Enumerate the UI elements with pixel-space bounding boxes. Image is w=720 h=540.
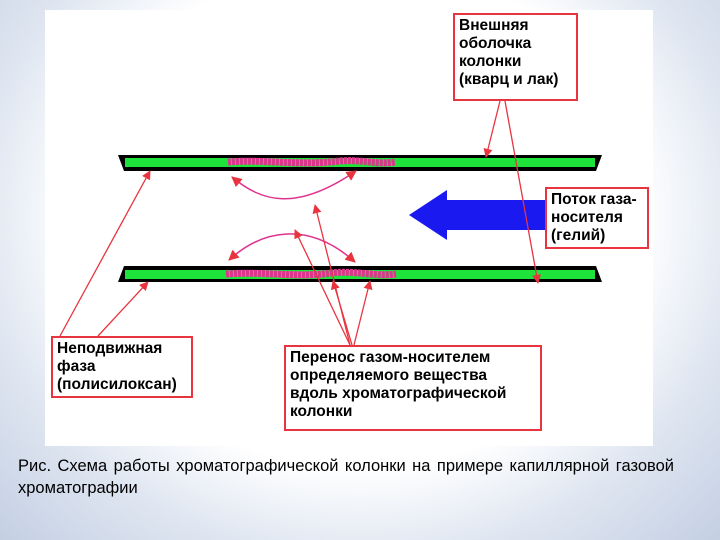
column-wall-top <box>118 155 602 171</box>
stationary-phase-label: Неподвижная фаза (полисилоксан) <box>51 336 193 398</box>
analyte-transfer-label: Перенос газом-носителем определяемого ве… <box>284 345 542 431</box>
outer-shell-label: Внешняя оболочка колонки (кварц и лак) <box>453 13 578 101</box>
analyte-exchange-arrows <box>228 170 357 263</box>
carrier-gas-flow-label: Поток газа- носителя (гелий) <box>545 187 649 249</box>
analyte-zone-bottom <box>225 268 397 279</box>
column-wall-bottom <box>118 266 602 282</box>
callout-lines <box>59 100 542 346</box>
analyte-zone-top <box>227 157 396 167</box>
figure-caption: Рис. Схема работы хроматографической кол… <box>18 457 674 497</box>
carrier-gas-flow-arrow <box>409 190 546 240</box>
